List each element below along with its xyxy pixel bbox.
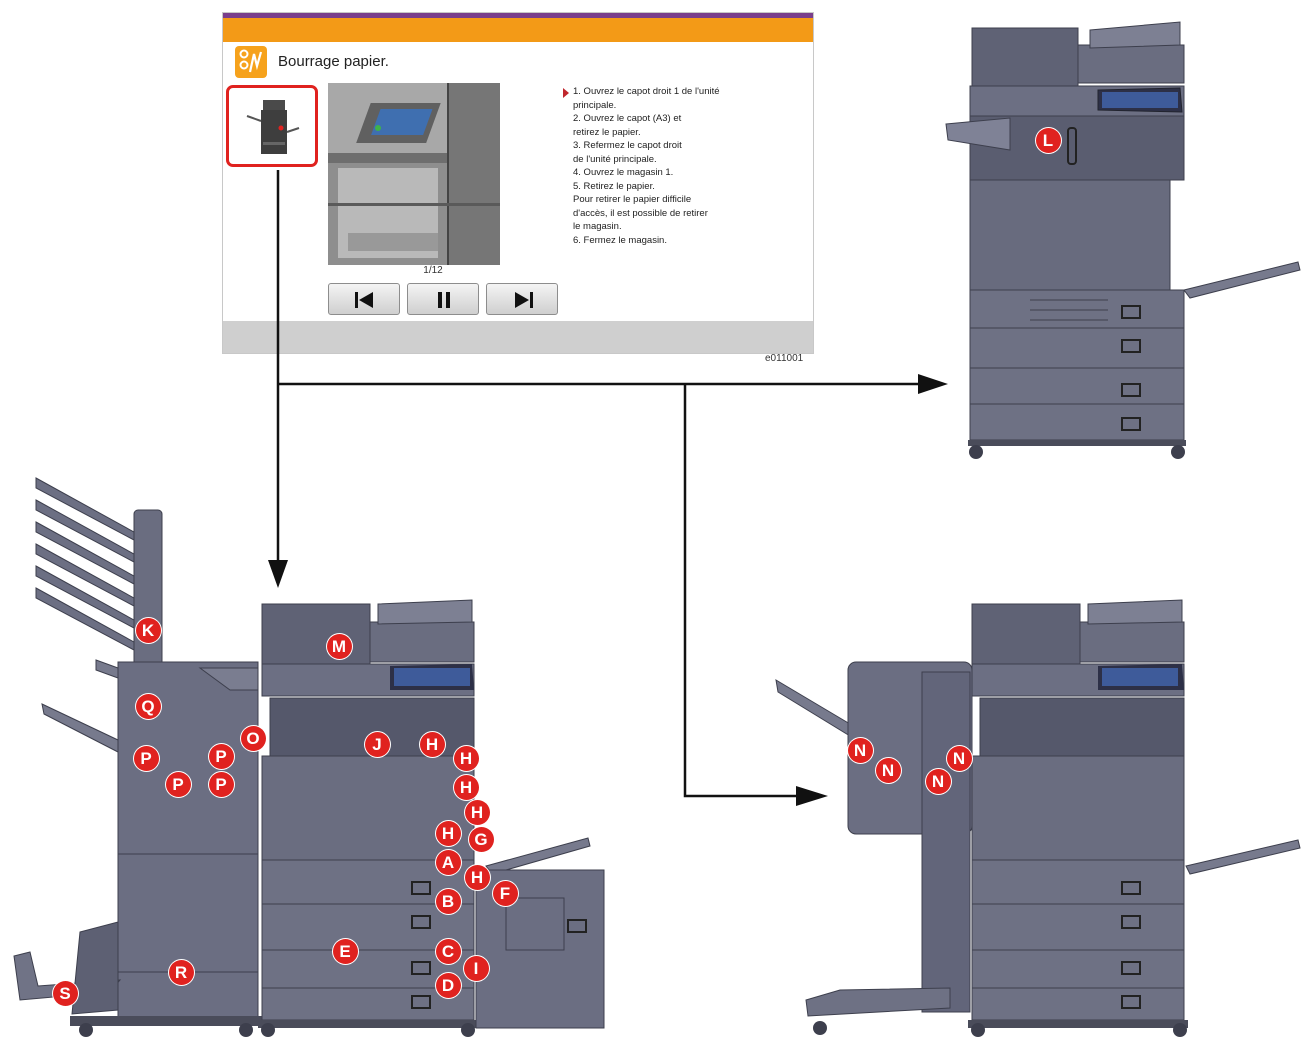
jam-marker: N (925, 768, 951, 794)
jam-marker: M (326, 633, 352, 659)
jam-marker: H (419, 731, 445, 757)
step-line: 3. Refermez le capot droit (573, 140, 682, 151)
jam-marker: N (847, 737, 873, 763)
current-step-bullet-icon (563, 88, 569, 98)
page-counter: 1/12 (423, 265, 443, 276)
jam-marker: B (435, 888, 461, 914)
step-line: 4. Ouvrez le magasin 1. (573, 167, 674, 178)
paper-jam-alert-icon (235, 46, 267, 78)
bottom-right-machine-with-finisher (775, 599, 1301, 1037)
main-machine-with-finisher (13, 477, 605, 1037)
step-line: 5. Retirez le papier. (573, 180, 655, 192)
instruction-steps: 1. Ouvrez le capot droit 1 de l'unité pr… (573, 85, 763, 247)
image-code: e011001 (765, 353, 804, 364)
skip-back-icon (355, 292, 373, 308)
pause-icon (438, 292, 450, 308)
machine-thumbnail[interactable] (226, 85, 318, 167)
jam-marker: P (208, 743, 234, 769)
jam-marker: O (240, 725, 266, 751)
step-line: de l'unité principale. (573, 153, 657, 165)
jam-marker: N (946, 745, 972, 771)
jam-marker: H (453, 774, 479, 800)
jam-marker: P (165, 771, 191, 797)
step-line: d'accès, il est possible de retirer (573, 207, 708, 219)
jam-marker: Q (135, 693, 161, 719)
jam-marker: I (463, 955, 489, 981)
jam-location-photo (328, 83, 500, 265)
jam-marker: H (464, 864, 490, 890)
jam-marker: F (492, 880, 518, 906)
jam-marker: E (332, 938, 358, 964)
step-line: retirez le papier. (573, 126, 641, 138)
step-line: 6. Fermez le magasin. (573, 234, 667, 246)
step-line: 1. Ouvrez le capot droit 1 de l'unité (573, 86, 720, 97)
jam-marker: N (875, 757, 901, 783)
connector-arrows (268, 170, 948, 806)
jam-marker: S (52, 980, 78, 1006)
first-step-button[interactable] (328, 283, 400, 315)
top-right-machine (945, 21, 1301, 459)
jam-marker: K (135, 617, 161, 643)
panel-header-bar (223, 18, 813, 42)
control-panel-screen: Bourrage papier. 1/12 (222, 12, 814, 354)
jam-marker: J (364, 731, 390, 757)
step-line: principale. (573, 99, 617, 111)
jam-marker: R (168, 959, 194, 985)
jam-marker: H (464, 799, 490, 825)
step-line: 2. Ouvrez le capot (A3) et (573, 113, 682, 124)
jam-marker: G (468, 826, 494, 852)
jam-marker: P (208, 771, 234, 797)
jam-marker: P (133, 745, 159, 771)
skip-forward-icon (515, 292, 533, 308)
panel-title: Bourrage papier. (278, 53, 389, 70)
jam-marker: L (1035, 127, 1061, 153)
jam-marker: H (453, 745, 479, 771)
step-line: le magasin. (573, 221, 622, 232)
jam-marker: D (435, 972, 461, 998)
pause-button[interactable] (407, 283, 479, 315)
jam-marker: C (435, 938, 461, 964)
jam-marker: A (435, 849, 461, 875)
panel-top-strip (223, 13, 813, 18)
panel-bottom-bar (223, 321, 813, 353)
next-step-button[interactable] (486, 283, 558, 315)
arrow-to-bottom-right-configuration (683, 384, 805, 798)
step-line: Pour retirer le papier difficile (573, 194, 692, 205)
jam-marker: H (435, 820, 461, 846)
